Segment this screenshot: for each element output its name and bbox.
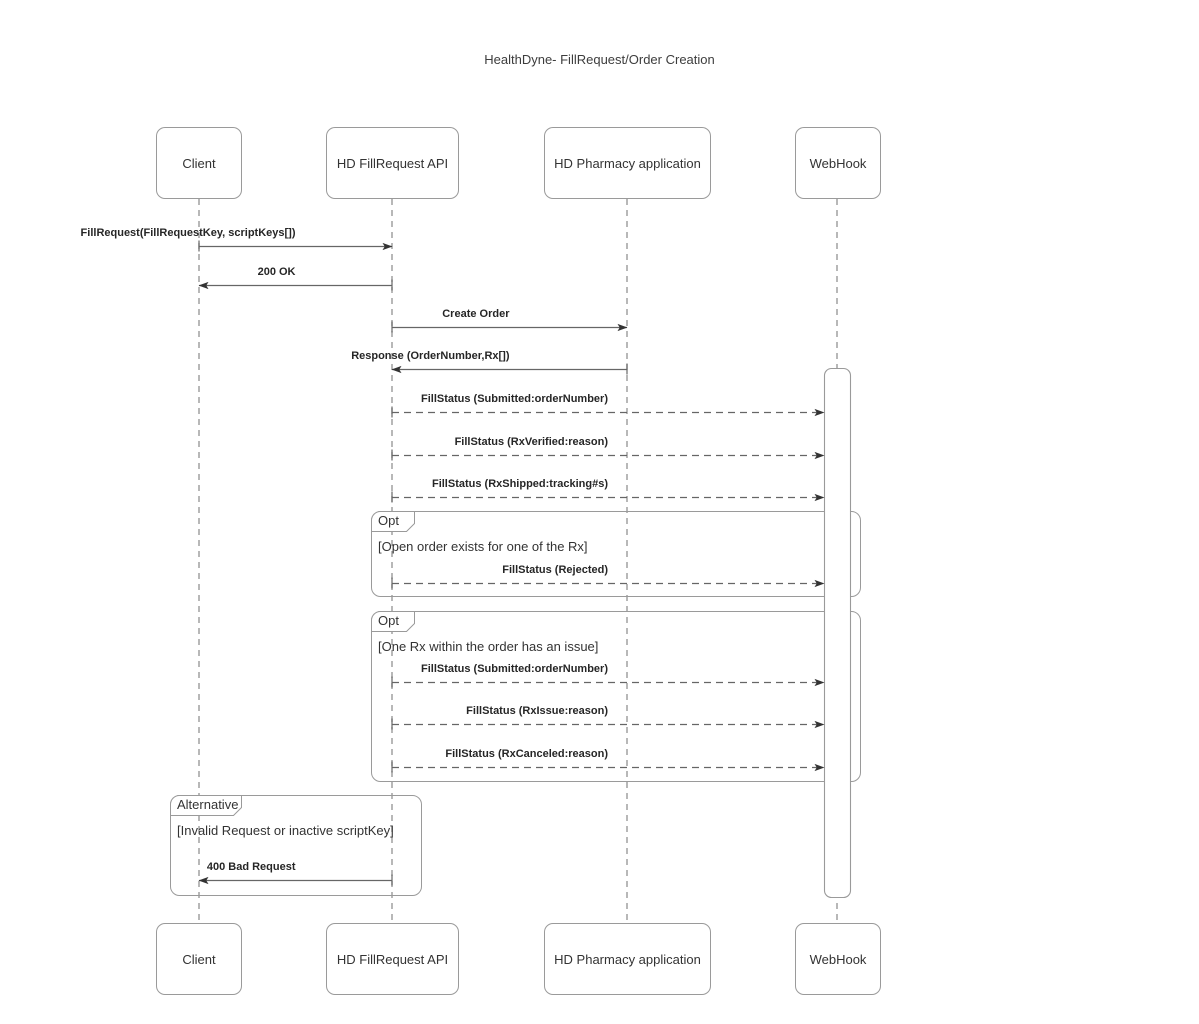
participant-label: Client [182, 155, 216, 171]
participant-client-bottom[interactable]: Client [156, 923, 242, 995]
participant-api-top[interactable]: HD FillRequest API [326, 127, 459, 199]
activations-layer [823, 367, 852, 899]
fragment-box-opt-1 [371, 511, 861, 597]
fragment-tag-label-opt-1: Opt [378, 513, 399, 528]
fragment-box-opt-2 [371, 611, 861, 782]
participant-api-bottom[interactable]: HD FillRequest API [326, 923, 459, 995]
message-label-text: FillStatus (RxCanceled:reason) [445, 748, 608, 760]
fragment-box-alternative-1 [170, 795, 422, 896]
participant-label: HD FillRequest API [336, 155, 449, 171]
fragment-condition-label-alternative-1: [Invalid Request or inactive scriptKey] [177, 823, 394, 838]
message-label-text: 200 OK [257, 266, 296, 278]
fragment-tag-label-alternative-1: Alternative [177, 797, 239, 812]
participant-label: HD Pharmacy application [554, 155, 701, 171]
lifelines-layer [198, 199, 838, 923]
fragment-tag-shape-opt-2 [371, 611, 415, 632]
message-label-text: FillStatus (RxIssue:reason) [466, 705, 609, 717]
fragment-tag-shape-opt-1 [371, 511, 415, 532]
fragments-layer [170, 511, 861, 896]
activation-bar-webhook [823, 367, 852, 899]
message-label-text: 400 Bad Request [206, 861, 296, 873]
message-label-text: FillStatus (RxVerified:reason) [454, 436, 608, 448]
message-label-text: Create Order [442, 308, 510, 320]
message-label-text: Response (OrderNumber,Rx[]) [351, 350, 510, 362]
fragment-tag-shape-alternative-1 [170, 795, 242, 816]
participant-client-top[interactable]: Client [156, 127, 242, 199]
participant-pharmacy-bottom[interactable]: HD Pharmacy application [544, 923, 711, 995]
participant-webhook-top[interactable]: WebHook [795, 127, 881, 199]
message-label-text: FillStatus (RxShipped:tracking#s) [431, 478, 608, 490]
fragment-tag-label-opt-2: Opt [378, 613, 399, 628]
participant-label: HD FillRequest API [336, 951, 449, 967]
participant-label: HD Pharmacy application [554, 951, 701, 967]
message-label-text: FillRequest(FillRequestKey, scriptKeys[]… [80, 227, 296, 239]
participant-label: Client [182, 951, 216, 967]
message-label-text: FillStatus (Submitted:orderNumber) [420, 393, 609, 405]
message-label-text: FillStatus (Submitted:orderNumber) [420, 663, 609, 675]
participant-label: WebHook [809, 951, 867, 967]
participant-webhook-bottom[interactable]: WebHook [795, 923, 881, 995]
fragment-condition-label-opt-2: [One Rx within the order has an issue] [378, 639, 599, 654]
participant-label: WebHook [809, 155, 867, 171]
diagram-title: HealthDyne- FillRequest/Order Creation [484, 52, 715, 67]
fragment-condition-label-opt-1: [Open order exists for one of the Rx] [378, 539, 588, 554]
participant-pharmacy-top[interactable]: HD Pharmacy application [544, 127, 711, 199]
messages-layer [198, 240, 825, 886]
message-label-text: FillStatus (Rejected) [502, 564, 608, 576]
